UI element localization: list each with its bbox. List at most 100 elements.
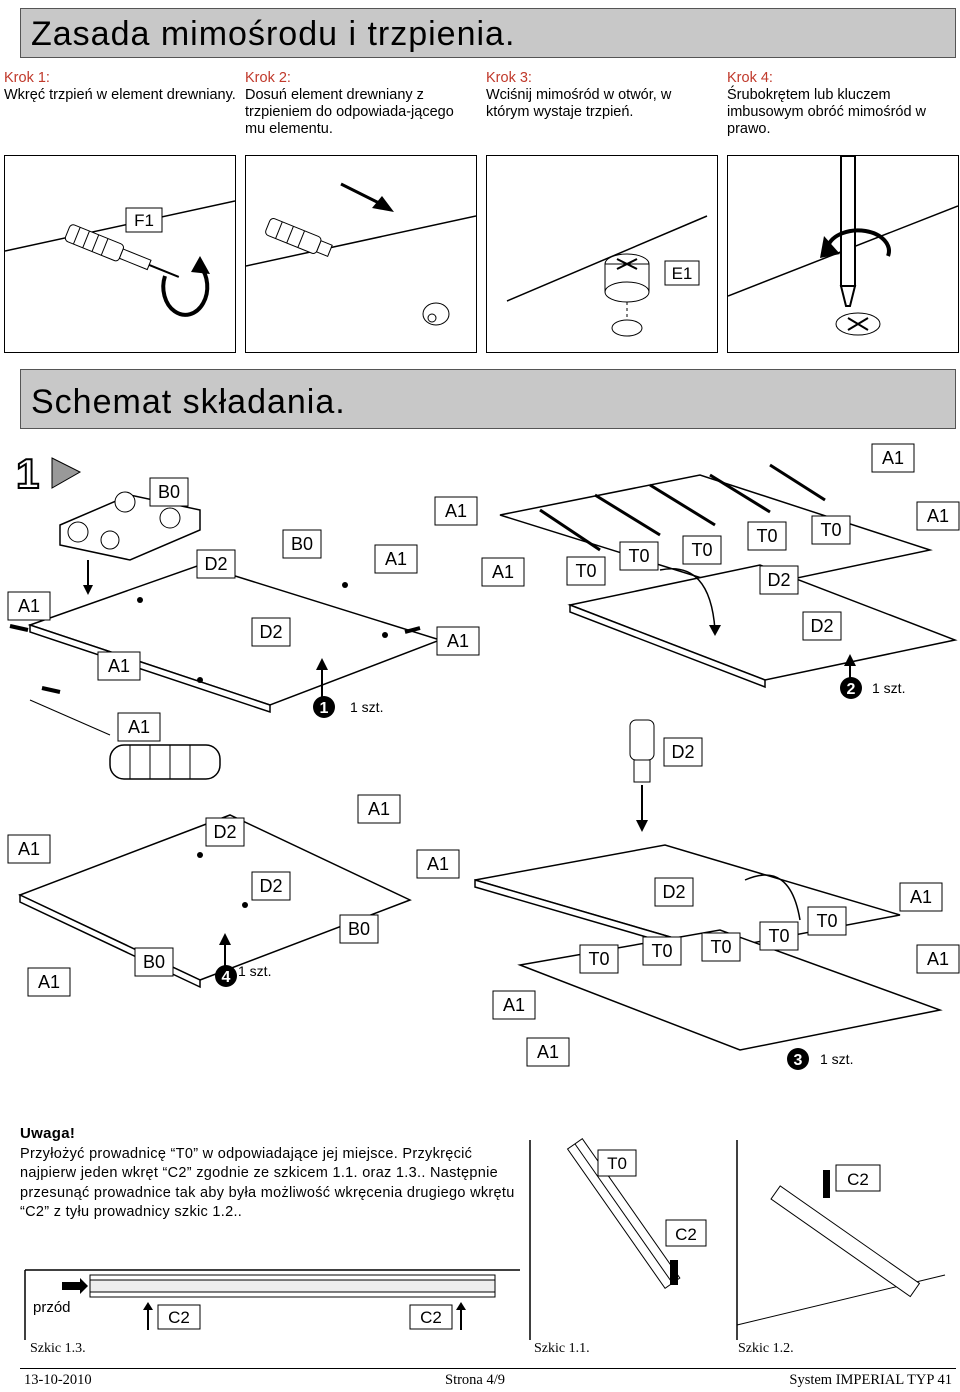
note: Uwaga! Przyłożyć prowadnicę “T0” w odpow… — [20, 1124, 520, 1223]
part-3-qty: 1 szt. — [820, 1051, 853, 1067]
part-4-number: 4 — [222, 969, 231, 986]
component-label-d2-18: D2 — [810, 616, 833, 636]
step-2-illustration — [245, 155, 477, 353]
label-box-t0-32 — [759, 921, 799, 951]
sketch-diagrams: T0 C2 C2 przód C2 C2 — [24, 1138, 946, 1340]
component-label-d2-16: D2 — [259, 622, 282, 642]
component-label-a1-38: A1 — [537, 1042, 559, 1062]
label-box-t0-8 — [619, 541, 659, 571]
component-label-t0-34: T0 — [651, 941, 672, 961]
label-box-a1-36 — [916, 944, 960, 974]
step-illustrations: F1 E1 — [0, 155, 960, 355]
component-label-a1-24: A1 — [427, 854, 449, 874]
sketch-1-1-caption: Szkic 1.1. — [534, 1341, 590, 1356]
label-box-t0-33 — [701, 932, 741, 962]
component-label-b0-1: B0 — [158, 482, 180, 502]
sketch-1-3: przód C2 C2 — [24, 1269, 520, 1340]
label-box-b0-28 — [134, 947, 174, 977]
note-text: Przyłożyć prowadnicę “T0” w odpowiadając… — [20, 1145, 515, 1221]
component-label-a1-23: A1 — [368, 799, 390, 819]
step-4-illustration — [727, 155, 959, 353]
label-box-b0-1 — [149, 477, 189, 507]
component-label-t0-11: T0 — [820, 520, 841, 540]
component-label-b0-26: B0 — [348, 919, 370, 939]
component-label-b0-3: B0 — [291, 534, 313, 554]
component-label-t0-9: T0 — [691, 540, 712, 560]
label-box-t0-10 — [747, 521, 787, 551]
sketch-1-1: T0 C2 — [529, 1138, 707, 1340]
component-label-a1-19: A1 — [128, 717, 150, 737]
footer-date: 13-10-2010 — [24, 1372, 92, 1388]
component-label-a1-30: A1 — [910, 887, 932, 907]
part-3-number: 3 — [794, 1052, 803, 1069]
sketch-1-1-c2: C2 — [675, 1225, 697, 1244]
label-box-t0-35 — [579, 944, 619, 974]
label-box-b0-3 — [282, 529, 322, 559]
sketch-1-2-caption: Szkic 1.2. — [738, 1341, 794, 1356]
step-3-text: Wciśnij mimośród w otwór, w którym wysta… — [486, 87, 672, 120]
label-box-a1-21 — [7, 834, 51, 864]
step-4-title: Krok 4: — [727, 70, 773, 86]
component-label-a1-37: A1 — [503, 995, 525, 1015]
component-label-a1-6: A1 — [492, 562, 514, 582]
part-2-qty: 1 szt. — [872, 680, 905, 696]
component-label-a1-14: A1 — [927, 506, 949, 526]
part-1-qty: 1 szt. — [350, 699, 383, 715]
label-box-t0-9 — [682, 535, 722, 565]
part-badge-1: 1 1 szt. — [313, 696, 383, 718]
label-box-d2-29 — [654, 877, 694, 907]
component-label-a1-4: A1 — [385, 549, 407, 569]
page-title: Zasada mimośrodu i trzpienia. — [20, 8, 956, 58]
step-4-text: Śrubokrętem lub kluczem imbusowym obróć … — [727, 87, 927, 137]
component-label-a1-13: A1 — [882, 448, 904, 468]
part-2-number: 2 — [847, 681, 856, 698]
panel-3 — [474, 719, 943, 1051]
component-label-a1-5: A1 — [445, 501, 467, 521]
label-box-b0-26 — [339, 914, 379, 944]
part-4-qty: 1 szt. — [238, 963, 271, 979]
label-box-a1-5 — [434, 496, 478, 526]
label-box-d2-25 — [251, 871, 291, 901]
f1-label: F1 — [134, 211, 154, 230]
label-box-a1-19 — [117, 712, 161, 742]
assembly-diagram: 1 — [7, 443, 960, 1070]
label-box-t0-7 — [566, 556, 606, 586]
label-box-a1-4 — [374, 544, 418, 574]
component-label-t0-32: T0 — [768, 926, 789, 946]
label-box-d2-20 — [663, 737, 703, 767]
sketch-1-2-c2: C2 — [847, 1170, 869, 1189]
component-label-d2-20: D2 — [671, 742, 694, 762]
sketch-1-3-caption: Szkic 1.3. — [30, 1341, 86, 1356]
component-label-b0-28: B0 — [143, 952, 165, 972]
label-box-a1-24 — [416, 849, 460, 879]
label-box-t0-11 — [811, 515, 851, 545]
label-box-a1-15 — [97, 651, 141, 681]
panel-1 — [9, 564, 443, 780]
label-box-t0-34 — [642, 936, 682, 966]
e1-label: E1 — [672, 264, 693, 283]
step-1-title: Krok 1: — [4, 70, 50, 86]
stage-number: 1 — [16, 450, 39, 497]
label-box-d2-12 — [759, 565, 799, 595]
label-box-a1-6 — [481, 557, 525, 587]
label-box-t0-31 — [807, 906, 847, 936]
label-box-a1-13 — [871, 443, 915, 473]
label-box-d2-18 — [802, 611, 842, 641]
step-1-text: Wkręć trzpień w element drewniany. — [4, 87, 236, 103]
component-label-a1-0: A1 — [18, 596, 40, 616]
label-box-a1-14 — [916, 501, 960, 531]
component-label-d2-25: D2 — [259, 876, 282, 896]
component-label-t0-7: T0 — [575, 561, 596, 581]
footer-rule — [20, 1368, 956, 1369]
footer-system: System IMPERIAL TYP 41 — [789, 1372, 952, 1388]
label-box-a1-23 — [357, 794, 401, 824]
part-badge-4: 4 1 szt. — [215, 963, 271, 987]
label-box-d2-16 — [251, 617, 291, 647]
step-3-illustration: E1 — [486, 155, 718, 353]
sketch-1-3-c2-left: C2 — [168, 1308, 190, 1327]
step-2: Krok 2:Dosuń element drewniany z trzpien… — [245, 70, 477, 138]
sketch-1-2: C2 — [736, 1140, 946, 1340]
label-box-a1-38 — [526, 1037, 570, 1067]
part-badge-3: 3 1 szt. — [787, 1048, 853, 1070]
